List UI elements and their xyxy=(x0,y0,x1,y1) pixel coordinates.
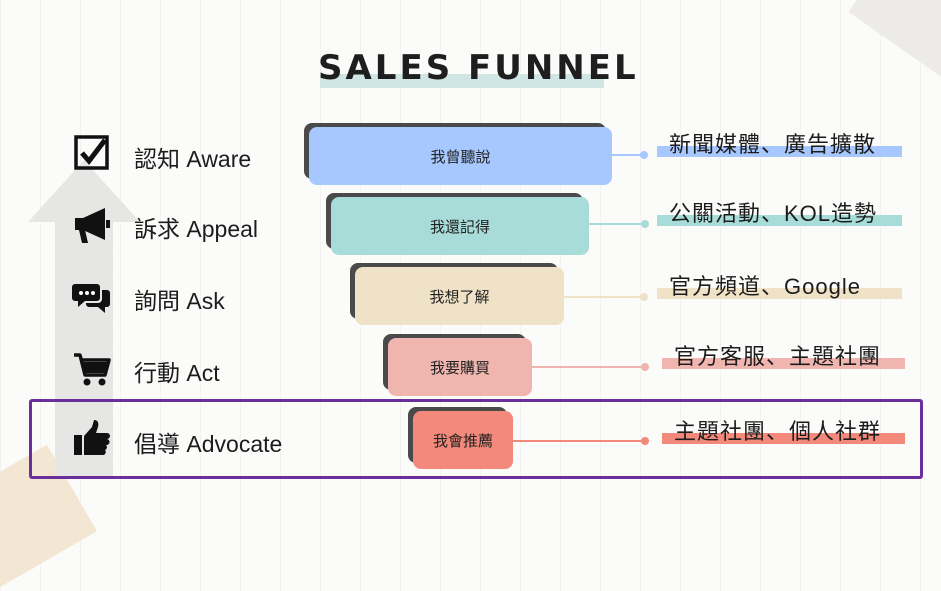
channel-ask: 官方頻道、Google xyxy=(657,269,902,301)
connector-line xyxy=(564,293,648,301)
shopping-cart-icon xyxy=(74,353,111,386)
channel-text: 主題社團、個人社群 xyxy=(674,419,882,444)
funnel-bar-appeal: 我還記得 xyxy=(326,193,589,255)
channel-act: 官方客服、主題社團 xyxy=(662,339,905,371)
funnel-bar-text: 我要購買 xyxy=(388,338,532,396)
title-block: SALES FUNNEL xyxy=(318,48,639,88)
stage-label-appeal: 訴求 Appeal xyxy=(134,216,259,242)
channel-text: 新聞媒體、廣告擴散 xyxy=(669,132,877,157)
checkbox-icon xyxy=(74,135,109,170)
corner-decoration xyxy=(848,0,941,87)
page-title: SALES FUNNEL xyxy=(318,48,639,88)
up-arrow-icon xyxy=(28,160,140,478)
stage-label-advocate: 倡導 Advocate xyxy=(134,431,283,457)
title-underline-band xyxy=(320,74,604,88)
funnel-bar-text: 我還記得 xyxy=(331,197,589,255)
funnel-bar-ask: 我想了解 xyxy=(350,263,564,325)
channel-text: 官方頻道、Google xyxy=(669,274,861,299)
stage-label-act: 行動 Act xyxy=(134,360,220,386)
channel-aware: 新聞媒體、廣告擴散 xyxy=(657,127,902,159)
funnel-bar-advocate: 我會推薦 xyxy=(408,407,513,469)
advocate-highlight-box xyxy=(29,399,923,479)
connector-line xyxy=(612,151,648,159)
stage-label-aware: 認知 Aware xyxy=(134,146,252,172)
funnel-bar-text: 我曾聽說 xyxy=(309,127,612,185)
channel-text: 官方客服、主題社團 xyxy=(674,344,882,369)
funnel-bar-act: 我要購買 xyxy=(383,334,532,396)
stage-label-ask: 詢問 Ask xyxy=(134,288,225,314)
connector-line xyxy=(589,220,649,228)
thumbs-up-icon xyxy=(74,420,110,455)
chat-bubbles-icon xyxy=(72,284,110,313)
channel-appeal: 公關活動、KOL造勢 xyxy=(657,196,902,228)
channel-advocate: 主題社團、個人社群 xyxy=(662,414,905,446)
funnel-bar-aware: 我曾聽說 xyxy=(304,123,612,185)
connector-line xyxy=(513,437,649,445)
megaphone-icon xyxy=(75,208,110,243)
funnel-bar-text: 我想了解 xyxy=(355,267,564,325)
funnel-bar-text: 我會推薦 xyxy=(413,411,513,469)
channel-text: 公關活動、KOL造勢 xyxy=(669,201,878,226)
connector-line xyxy=(532,363,649,371)
